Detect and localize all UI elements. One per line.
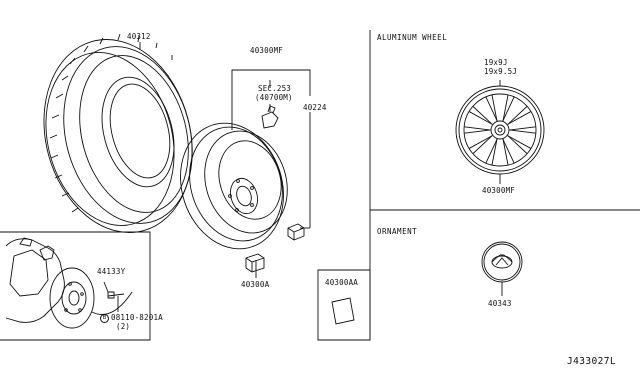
wheel-assembly-part-label: 40300MF [250, 46, 284, 55]
alloy-wheel-part-label: 40300MF [482, 186, 516, 195]
ornament-part-label: 40343 [488, 299, 512, 308]
balance-weight-drawing [246, 254, 264, 272]
aluminum-wheel-drawing [456, 86, 544, 174]
bolt-quantity-label: (2) [116, 322, 131, 331]
ornament-drawing [482, 242, 522, 282]
leader-lines [140, 42, 310, 278]
sensor-part-label: 44133Y [97, 267, 126, 276]
tire-part-label: 40312 [127, 32, 151, 41]
valve-part-drawing [262, 106, 278, 128]
alloy-size-label-2: 19x9.5J [484, 67, 518, 76]
section-reference-label: SEC.253 [258, 84, 292, 93]
section-reference-sub-label: (40700M) [255, 93, 293, 102]
bolt-part-label: 08110-8201A [111, 313, 163, 322]
valve-plate-part-label: 40300AA [325, 278, 359, 287]
valve-plate-box [318, 270, 370, 340]
wheel-nut-drawing [288, 224, 304, 240]
balance-weight-part-label: 40300A [241, 280, 270, 289]
aluminum-wheel-section-title: ALUMINUM WHEEL [377, 33, 448, 42]
section-dividers [370, 30, 640, 340]
steel-wheel-drawing [165, 110, 300, 263]
bolt-symbol-label: B [100, 314, 109, 323]
tire-drawing [23, 23, 213, 250]
alloy-size-label-1: 19x9J [484, 58, 508, 67]
wheel-nut-part-label: 40224 [303, 103, 327, 112]
brake-inset [0, 232, 150, 340]
diagram-reference-code: J433027L [567, 356, 616, 367]
ornament-section-title: ORNAMENT [377, 227, 418, 236]
